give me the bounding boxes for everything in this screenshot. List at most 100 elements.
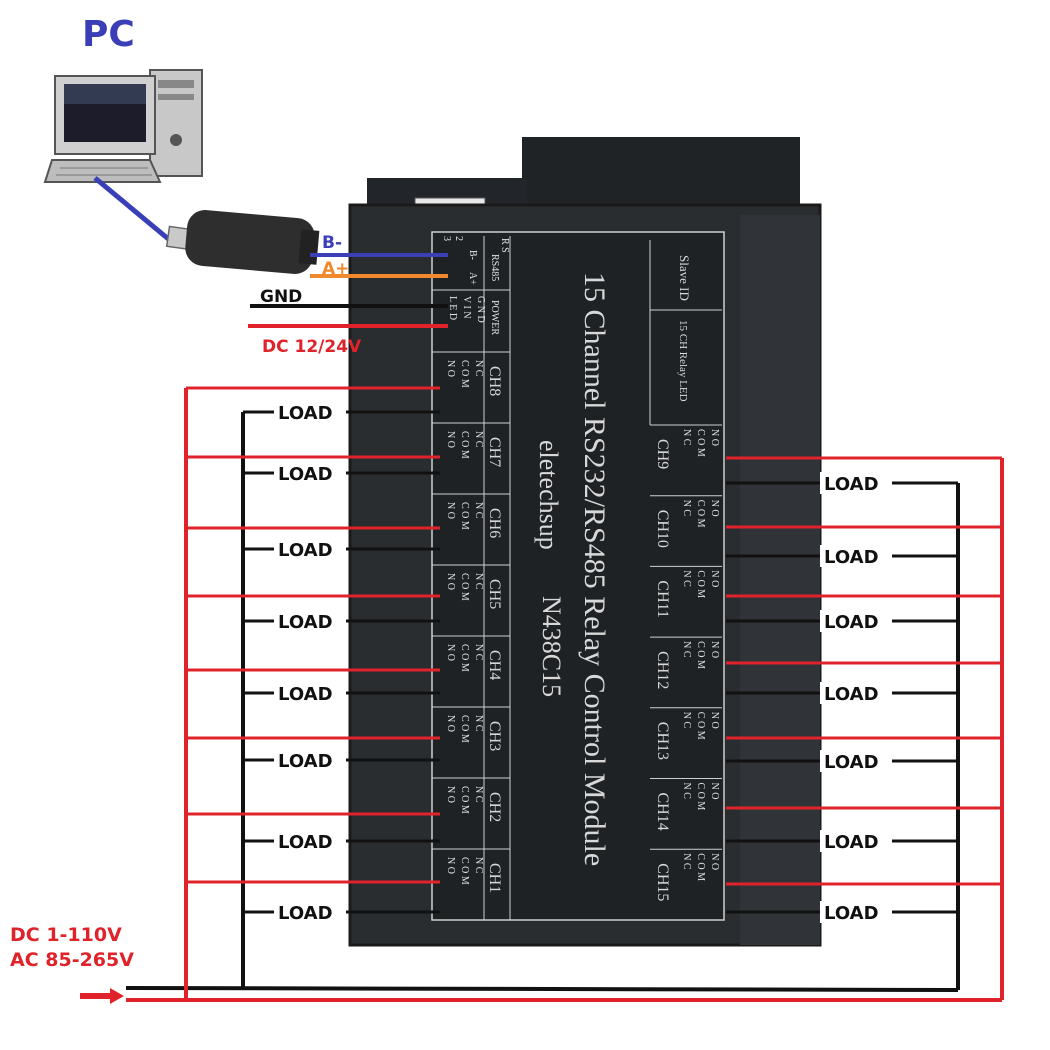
rs485-header: RS485: [489, 254, 500, 281]
terminal-pin-label: N O: [445, 360, 456, 377]
load-label: LOAD: [278, 832, 333, 853]
a-plus-label: A+: [322, 259, 349, 279]
relay-led-label: 15 CH Relay LED: [677, 320, 689, 402]
terminal-pin-label: N O: [709, 783, 720, 800]
terminal-pin-label: N C: [473, 715, 484, 732]
right-channel-label: CH12: [654, 651, 671, 689]
terminal-pin-label: N O: [445, 644, 456, 661]
relay-module: [348, 137, 822, 947]
terminal-pin-label: N C: [681, 853, 692, 870]
module-brand: eletechsup: [534, 440, 563, 550]
terminal-pin-label: C O M: [695, 853, 706, 881]
supply-ac-label: AC 85-265V: [10, 949, 134, 971]
terminal-pin-label: C O M: [459, 360, 470, 388]
pc-label: PC: [82, 14, 135, 55]
load-label-bg: [820, 682, 892, 704]
load-label-bg: [820, 901, 892, 923]
left-channel-label: CH5: [486, 579, 503, 609]
supply-arrow-icon: [80, 988, 124, 1004]
load-label: LOAD: [824, 684, 879, 705]
terminal-pin-label: C O M: [459, 715, 470, 743]
terminal-pin-label: N C: [681, 570, 692, 587]
right-channel-label: CH13: [654, 722, 671, 760]
terminal-pin-label: C O M: [695, 570, 706, 598]
left-channel-label: CH1: [486, 863, 503, 893]
load-label: LOAD: [824, 612, 879, 633]
terminal-pin-label: N C: [681, 500, 692, 517]
supply-black-line: [125, 986, 959, 992]
terminal-pin-label: C O M: [459, 431, 470, 459]
b-minus-label: B-: [322, 233, 342, 253]
load-label: LOAD: [278, 403, 333, 424]
usb-cable: [93, 176, 174, 244]
terminal-pin-label: C O M: [459, 573, 470, 601]
left-channel-label: CH3: [486, 721, 503, 751]
load-label-bg: [274, 401, 346, 423]
left-channel-label: CH6: [486, 508, 503, 538]
load-label-bg: [274, 901, 346, 923]
rs485-pin-a: A+: [467, 272, 478, 285]
terminal-pin-label: C O M: [695, 500, 706, 528]
terminal-pin-label: N C: [473, 644, 484, 661]
terminal-pin-label: N O: [709, 570, 720, 587]
load-label-bg: [820, 610, 892, 632]
terminal-pin-label: N O: [445, 573, 456, 590]
supply-dc-label: DC 1-110V: [10, 924, 122, 946]
load-label: LOAD: [278, 751, 333, 772]
terminal-pin-label: C O M: [695, 783, 706, 811]
terminal-pin-label: N C: [473, 857, 484, 874]
terminal-pin-label: C O M: [695, 712, 706, 740]
terminal-pin-label: N O: [445, 502, 456, 519]
terminal-pin-label: N C: [473, 431, 484, 448]
terminal-pin-label: N O: [445, 715, 456, 732]
load-label: LOAD: [278, 540, 333, 561]
rs-pin-3: 3: [441, 236, 452, 241]
load-label: LOAD: [824, 752, 879, 773]
power-header: POWER: [489, 300, 500, 335]
left-channel-label: CH2: [486, 792, 503, 822]
usb-dongle-icon: [165, 210, 320, 274]
terminal-pin-label: N C: [473, 573, 484, 590]
load-label-bg: [820, 545, 892, 567]
terminal-pin-label: N C: [681, 641, 692, 658]
terminal-pin-label: N O: [445, 431, 456, 448]
module-model: N438C15: [537, 596, 566, 697]
terminal-pin-label: N O: [445, 786, 456, 803]
terminal-pin-label: N C: [681, 712, 692, 729]
terminal-pin-label: N C: [681, 429, 692, 446]
left-channel-label: CH8: [486, 366, 503, 396]
terminal-pin-label: N O: [709, 500, 720, 517]
right-channel-label: CH15: [654, 863, 671, 901]
module-title: 15 Channel RS232/RS485 Relay Control Mod…: [578, 272, 611, 866]
right-channel-label: CH10: [654, 510, 671, 548]
terminal-pin-label: N O: [709, 712, 720, 729]
rs485-pin-b: B-: [467, 250, 478, 260]
terminal-pin-label: N O: [445, 857, 456, 874]
power-pin-gnd: G N D: [475, 296, 486, 323]
load-label-bg: [274, 682, 346, 704]
left-channel-label: CH4: [486, 650, 503, 680]
right-channel-label: CH11: [654, 580, 671, 618]
load-label: LOAD: [278, 612, 333, 633]
terminal-pin-label: N C: [473, 360, 484, 377]
load-label: LOAD: [278, 684, 333, 705]
power-pin-vin: V I N: [461, 296, 472, 319]
load-label: LOAD: [824, 474, 879, 495]
terminal-pin-label: C O M: [695, 429, 706, 457]
load-label-bg: [274, 610, 346, 632]
terminal-pin-label: C O M: [459, 857, 470, 885]
load-label-bg: [274, 749, 346, 771]
left-channel-label: CH7: [486, 437, 503, 467]
rs-header: R S: [499, 238, 510, 253]
right-channel-label: CH9: [654, 439, 671, 469]
terminal-pin-label: C O M: [459, 786, 470, 814]
load-label: LOAD: [824, 903, 879, 924]
load-label: LOAD: [824, 832, 879, 853]
dc-power-label: DC 12/24V: [262, 337, 362, 357]
terminal-pin-label: C O M: [459, 502, 470, 530]
slave-id-label: Slave ID: [677, 255, 692, 301]
terminal-pin-label: N C: [473, 786, 484, 803]
